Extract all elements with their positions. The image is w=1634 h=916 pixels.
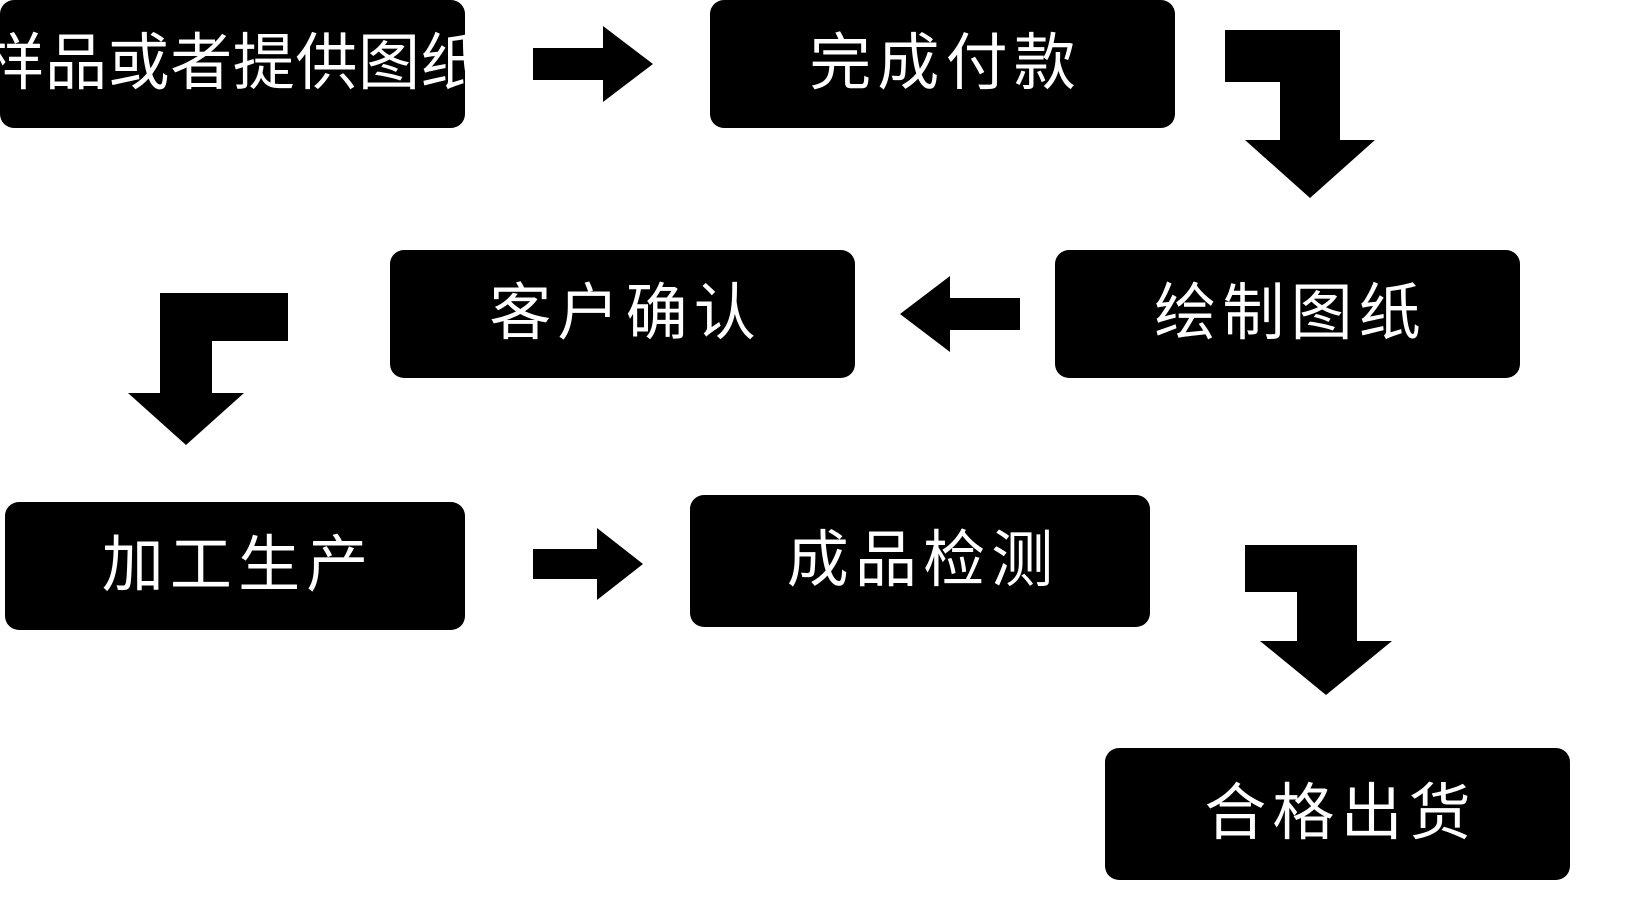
node-label-qualified-shipment: 合格出货 [1204,779,1477,848]
node-label-sample-or-drawing: 样品或者提供图纸 [0,29,484,98]
elbow-left-down-icon-confirm-to-production [128,293,288,445]
node-processing-production[interactable]: 加工生产 [5,502,465,630]
node-label-finished-inspection: 成品检测 [786,526,1060,595]
node-label-customer-confirm: 客户确认 [489,279,762,348]
elbow-right-down-icon-payment-to-drawing [1225,30,1405,198]
elbow-right-down-icon-inspection-to-shipment [1245,545,1415,695]
node-qualified-shipment[interactable]: 合格出货 [1105,748,1570,880]
node-label-complete-payment: 完成付款 [809,29,1082,98]
node-complete-payment[interactable]: 完成付款 [710,0,1175,128]
node-label-processing-production: 加工生产 [101,531,375,600]
node-label-draw-drawing: 绘制图纸 [1154,279,1427,348]
node-sample-or-drawing[interactable]: 样品或者提供图纸 [0,0,483,128]
node-customer-confirm[interactable]: 客户确认 [390,250,855,378]
node-draw-drawing[interactable]: 绘制图纸 [1055,250,1520,378]
node-finished-inspection[interactable]: 成品检测 [690,495,1150,627]
arrow-right-icon-production-to-inspection [533,528,643,600]
arrow-right-icon-sample-to-payment [533,26,653,102]
arrow-left-icon-drawing-to-confirm [900,276,1020,352]
